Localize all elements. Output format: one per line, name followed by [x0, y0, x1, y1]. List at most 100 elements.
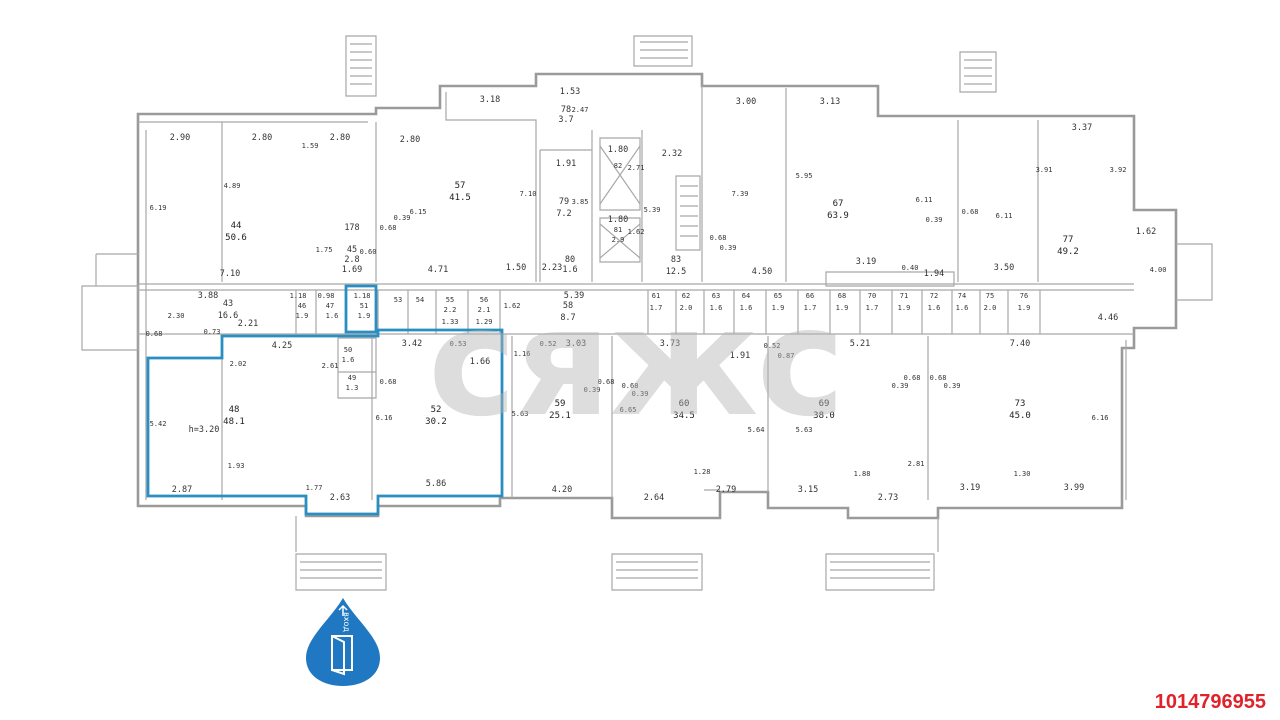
plan-label-r60: 60: [679, 399, 690, 409]
highlighted-unit: [146, 284, 504, 516]
door-icon: [331, 635, 353, 676]
plan-label-d420: 4.20: [552, 485, 572, 495]
plan-label-r67: 67: [833, 199, 844, 209]
plan-label-d619: 6.19: [150, 204, 167, 212]
plan-label-a51: 1.9: [358, 312, 371, 320]
plan-label-a76: 1.9: [1018, 304, 1031, 312]
plan-label-d162c: 1.62: [1136, 227, 1156, 237]
plan-label-a75: 2.0: [984, 304, 997, 312]
plan-label-a69: 38.0: [813, 411, 835, 421]
plan-label-r49: 49: [348, 374, 356, 382]
plan-label-d392: 3.92: [1110, 166, 1127, 174]
plan-label-d162b: 1.62: [628, 228, 645, 236]
plan-label-r83: 83: [671, 255, 681, 265]
plan-label-d450: 4.50: [752, 267, 772, 277]
plan-label-d290a: 2.90: [170, 133, 190, 143]
plan-label-a64: 1.6: [740, 304, 753, 312]
plan-label-r71: 71: [900, 292, 908, 300]
plan-label-r55: 55: [446, 296, 454, 304]
plan-label-d191a: 1.91: [556, 159, 576, 169]
plan-label-d178: 178: [344, 223, 359, 233]
plan-label-d271: 2.71: [628, 164, 645, 172]
plan-label-a50: 1.6: [342, 356, 355, 364]
plan-label-a72: 1.6: [928, 304, 941, 312]
plan-label-d202: 2.02: [230, 360, 247, 368]
plan-label-d162a: 1.62: [504, 302, 521, 310]
plan-label-d280a: 2.80: [252, 133, 272, 143]
plan-label-d388: 3.88: [198, 291, 218, 301]
plan-label-d280c: 2.80: [400, 135, 420, 145]
plan-label-a79: 7.2: [556, 209, 571, 219]
plan-label-r118b: 1.18: [354, 292, 371, 300]
plan-label-r75: 75: [986, 292, 994, 300]
plan-label-d060: 0.60: [360, 248, 377, 256]
plan-label-r68: 68: [838, 292, 846, 300]
plan-label-a57: 41.5: [449, 193, 471, 203]
plan-label-a61: 1.7: [650, 304, 663, 312]
plan-label-r118: 1.18: [290, 292, 307, 300]
plan-label-a44: 50.6: [225, 233, 247, 243]
plan-label-d542: 5.42: [150, 420, 167, 428]
plan-label-r79: 79: [559, 197, 569, 207]
plan-label-r82: 82: [614, 162, 622, 170]
plan-label-r77: 77: [1063, 235, 1074, 245]
plan-label-d223: 2.23: [542, 263, 562, 273]
plan-label-d039c: 0.39: [926, 216, 943, 224]
plan-label-d068b: 0.68: [380, 224, 397, 232]
plan-label-r47: 47: [326, 302, 334, 310]
plan-label-d068a: 0.68: [146, 330, 163, 338]
plan-label-d739: 7.39: [732, 190, 749, 198]
plan-label-a68: 1.9: [836, 304, 849, 312]
plan-label-d425: 4.25: [272, 341, 292, 351]
plan-label-d068i: 0.68: [930, 374, 947, 382]
plan-label-d489: 4.89: [224, 182, 241, 190]
plan-label-d052b: 0.52: [764, 342, 781, 350]
plan-label-a47: 1.6: [326, 312, 339, 320]
arrow-up-icon: [338, 604, 348, 616]
plan-label-a70: 1.7: [866, 304, 879, 312]
plan-label-d563a: 5.63: [512, 410, 529, 418]
entry-badge[interactable]: вход: [304, 594, 382, 688]
plan-label-d068d: 0.68: [962, 208, 979, 216]
plan-label-d087: 0.87: [778, 352, 795, 360]
plan-label-d303: 3.03: [566, 339, 586, 349]
plan-label-d116: 1.16: [514, 350, 531, 358]
plan-label-d177: 1.77: [306, 484, 323, 492]
plan-label-d039a: 0.39: [394, 214, 411, 222]
plan-label-d385: 3.85: [572, 198, 589, 206]
plan-label-d073: 0.73: [204, 328, 221, 336]
plan-label-a49: 1.3: [346, 384, 359, 392]
plan-label-d287: 2.87: [172, 485, 192, 495]
walls: [81, 72, 1213, 520]
plan-label-d130: 1.30: [1014, 470, 1031, 478]
plan-label-a80: 1.6: [562, 265, 577, 275]
plan-label-d318: 3.18: [480, 95, 500, 105]
plan-label-d539b: 5.39: [644, 206, 661, 214]
plan-label-d175: 1.75: [316, 246, 333, 254]
plan-label-d740: 7.40: [1010, 339, 1030, 349]
listing-id: 1014796955: [1154, 691, 1266, 713]
plan-label-d471: 4.71: [428, 265, 448, 275]
plan-label-d188: 1.88: [854, 470, 871, 478]
plan-label-d564: 5.64: [748, 426, 765, 434]
plan-label-d221: 2.21: [238, 319, 258, 329]
plan-label-d665: 6.65: [620, 406, 637, 414]
plan-label-r69: 69: [819, 399, 830, 409]
plan-label-d710b: 7.10: [520, 190, 537, 198]
plan-label-d180b: 1.80: [608, 215, 628, 225]
plan-label-d068e: 0.68: [380, 378, 397, 386]
plan-label-d180a: 1.80: [608, 145, 628, 155]
plan-label-d191b: 1.91: [730, 351, 750, 361]
plan-label-r50: 50: [344, 346, 352, 354]
plan-label-a65: 1.9: [772, 304, 785, 312]
plan-label-d068g: 0.68: [622, 382, 639, 390]
plan-label-d053: 0.53: [450, 340, 467, 348]
plan-label-a45b: 1.69: [342, 265, 362, 275]
plan-label-d373: 3.73: [660, 339, 680, 349]
plan-label-d280b: 2.80: [330, 133, 350, 143]
plan-label-a60: 34.5: [673, 411, 695, 421]
plan-label-d261: 2.61: [322, 362, 339, 370]
plan-label-d616b: 6.16: [1092, 414, 1109, 422]
plan-label-d193: 1.93: [228, 462, 245, 470]
